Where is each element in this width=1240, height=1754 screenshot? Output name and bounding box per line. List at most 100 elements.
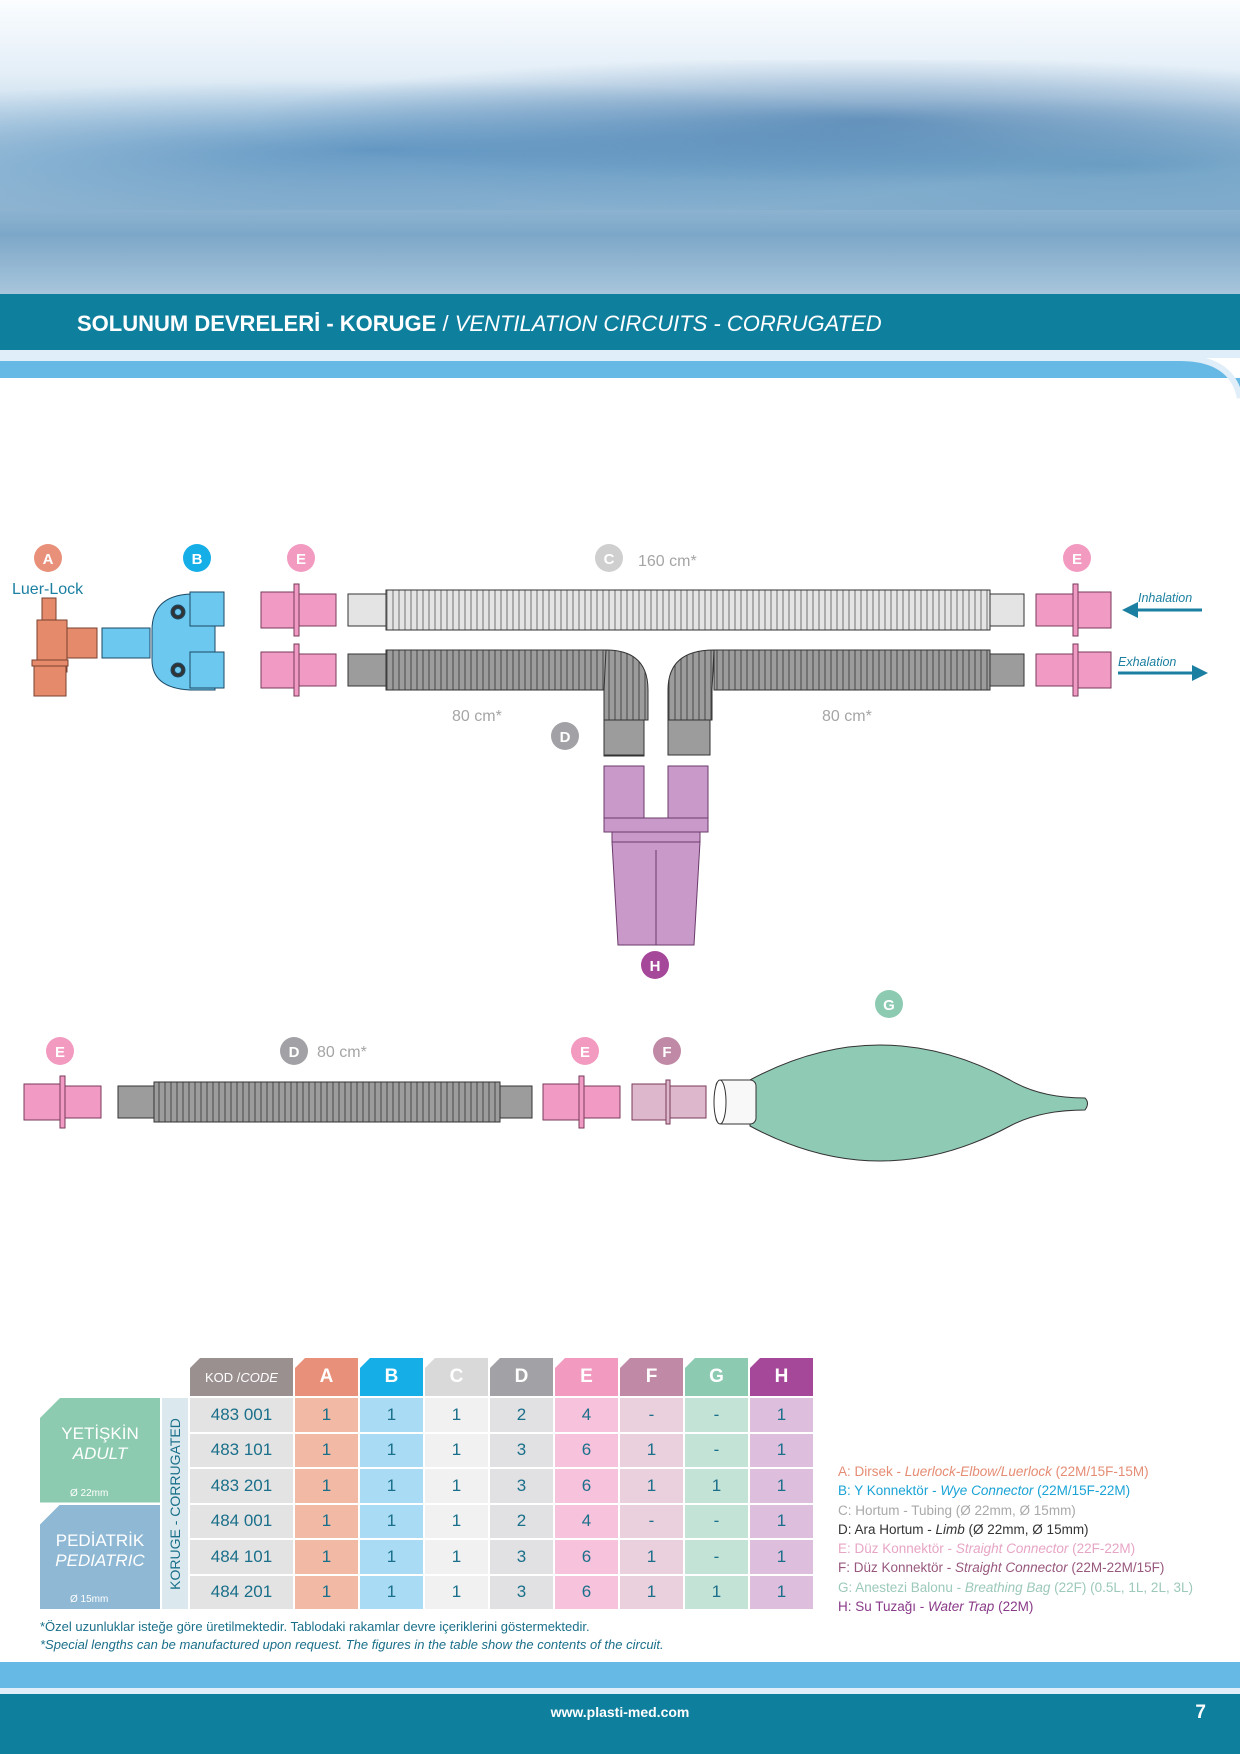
svg-text:E: E [296,551,306,568]
table-row-code: 484 101 [190,1540,293,1574]
column-header-b: B [360,1358,423,1396]
group-size: Ø 22mm [70,1487,109,1499]
side-label: KORUGE - CORRUGATED [162,1398,188,1609]
page-title: SOLUNUM DEVRELERİ - KORUGE / VENTILATION… [77,311,882,337]
table-cell-g: - [685,1540,748,1574]
table-row-code: 483 201 [190,1469,293,1503]
table-cell-f: 1 [620,1469,683,1503]
footnotes: *Özel uzunluklar isteğe göre üretilmekte… [40,1618,664,1654]
table-cell-b: 1 [360,1398,423,1432]
svg-text:D: D [289,1044,300,1061]
svg-text:C: C [604,551,615,568]
column-header-e: E [555,1358,618,1396]
koruge-corrugated-label: KORUGE - CORRUGATED [167,1417,184,1590]
table-cell-c: 1 [425,1433,488,1467]
legend-tr: C: Hortum - Tubing [838,1502,956,1518]
svg-text:H: H [650,958,661,975]
legend-item: E: Düz Konnektör - Straight Connector (2… [838,1539,1193,1558]
column-header-h: H [750,1358,813,1396]
circuit-diagram: A B E C E D H G E D E F 160 cm* 80 cm* 8… [12,544,1208,1162]
table-cell-a: 1 [295,1504,358,1538]
label-e: E [1063,544,1091,572]
legend-spec: (22M) [994,1599,1034,1615]
exhalation-arrow-icon [1118,665,1208,681]
table-cell-g: - [685,1398,748,1432]
table-cell-g: - [685,1433,748,1467]
table-cell-c: 1 [425,1469,488,1503]
svg-text:F: F [662,1044,671,1061]
water-splash-banner [0,0,1240,294]
legend-en: Breathing Bag [964,1579,1051,1595]
table-cell-f: - [620,1398,683,1432]
table-cell-g: 1 [685,1469,748,1503]
legend-item: D: Ara Hortum - Limb (Ø 22mm, Ø 15mm) [838,1520,1193,1539]
breathing-bag-g [713,1044,1088,1162]
footer-divider [0,1688,1240,1694]
legend-item: H: Su Tuzağı - Water Trap (22M) [838,1597,1193,1616]
svg-text:G: G [883,997,895,1014]
page-number: 7 [1195,1702,1206,1723]
legend-spec: (Ø 22mm, Ø 15mm) [955,1502,1076,1518]
label-d: D [280,1037,308,1065]
table-cell-c: 1 [425,1398,488,1432]
website-link[interactable]: www.plasti-med.com [550,1704,690,1720]
water-trap-h [603,765,709,946]
straight-connector-e [1035,643,1112,697]
svg-text:E: E [580,1044,590,1061]
c-length: 160 cm* [638,553,697,570]
legend-en: Water Trap [928,1599,995,1615]
label-b: B [183,544,211,572]
table-cell-b: 1 [360,1469,423,1503]
legend-item: B: Y Konnektör - Wye Connector (22M/15F-… [838,1481,1193,1500]
legend-item: C: Hortum - Tubing (Ø 22mm, Ø 15mm) [838,1501,1193,1520]
svg-text:E: E [1072,551,1082,568]
luer-lock-label: Luer-Lock [12,581,84,598]
legend-en: Limb [935,1521,965,1537]
svg-text:D: D [560,729,571,746]
exhalation-label: Exhalation [1118,655,1176,669]
legend-item: A: Dirsek - Luerlock-Elbow/Luerlock (22M… [838,1462,1193,1481]
limb-d [667,649,1025,756]
legend-item: G: Anestezi Balonu - Breathing Bag (22F)… [838,1578,1193,1597]
group-size: Ø 15mm [70,1594,109,1605]
table-cell-b: 1 [360,1575,423,1609]
straight-connector-e [260,643,337,697]
table-cell-c: 1 [425,1504,488,1538]
inhalation-arrow-icon [1122,602,1202,618]
label-f: F [653,1037,681,1065]
luerlock-elbow-a [31,597,98,697]
legend-tr: F: Düz Konnektör - [838,1560,956,1576]
component-legend: A: Dirsek - Luerlock-Elbow/Luerlock (22M… [838,1462,1193,1616]
table-cell-g: 1 [685,1575,748,1609]
table-cell-d: 2 [490,1398,553,1432]
table-cell-a: 1 [295,1398,358,1432]
legend-en: Straight Connector [955,1541,1069,1557]
svg-text:B: B [192,551,203,568]
label-h: H [641,951,669,979]
legend-spec: (22M-22M/15F) [1067,1560,1165,1576]
straight-connector-e [23,1075,102,1129]
label-e: E [287,544,315,572]
table-cell-h: 1 [750,1433,813,1467]
table-cell-e: 6 [555,1575,618,1609]
group-tr: PEDİATRİK [55,1530,145,1550]
table-cell-f: - [620,1504,683,1538]
legend-spec: (22M/15F-15M) [1051,1464,1149,1479]
table-cell-f: 1 [620,1433,683,1467]
legend-spec: (22F) (0.5L, 1L, 2L, 3L) [1050,1579,1193,1595]
legend-tr: H: Su Tuzağı - [838,1599,929,1615]
table-cell-h: 1 [750,1575,813,1609]
footnote-tr: *Özel uzunluklar isteğe göre üretilmekte… [40,1619,590,1634]
table-cell-d: 3 [490,1540,553,1574]
title-band [0,294,1240,350]
column-header-a: A [295,1358,358,1396]
legend-en: Luerlock-Elbow/Luerlock [904,1464,1052,1479]
title-en: VENTILATION CIRCUITS - CORRUGATED [454,311,882,336]
table-cell-a: 1 [295,1433,358,1467]
limb-d [347,649,649,757]
legend-spec: (22M/15F-22M) [1033,1483,1131,1499]
code-header-tr: KOD / [205,1369,241,1385]
legend-spec: (22F-22M) [1068,1541,1136,1557]
